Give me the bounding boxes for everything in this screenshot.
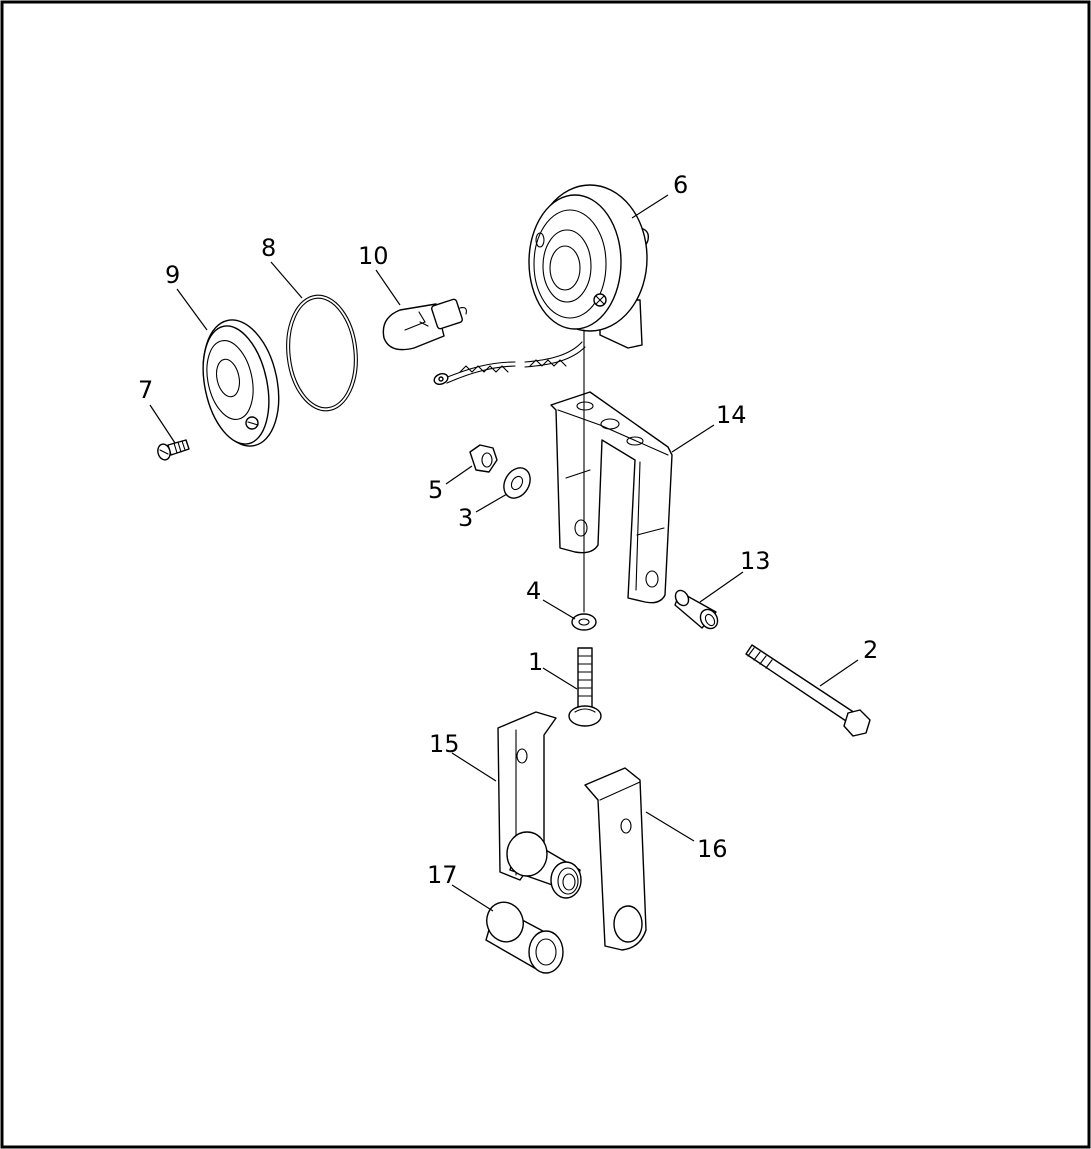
bulb-part — [382, 298, 467, 351]
mounting-bracket-part — [550, 391, 673, 604]
callout-14: 14 — [716, 401, 747, 429]
callout-2: 2 — [863, 636, 878, 664]
gasket-ring-part — [286, 294, 358, 412]
callout-1: 1 — [528, 648, 543, 676]
mounting-screw-part — [568, 647, 602, 727]
callout-17: 17 — [427, 861, 458, 889]
callout-labels: 6 10 8 9 7 5 3 14 13 4 1 2 15 16 17 — [138, 171, 878, 889]
washer-part — [503, 467, 531, 499]
callout-7: 7 — [138, 376, 153, 404]
callout-8: 8 — [261, 234, 276, 262]
long-bolt-part — [745, 644, 871, 737]
lamp-housing-part — [528, 184, 650, 349]
leader-lines — [149, 194, 859, 912]
lower-bracket-part — [497, 711, 582, 899]
callout-15: 15 — [429, 730, 460, 758]
callout-6: 6 — [673, 171, 688, 199]
lock-washer-part — [571, 613, 597, 631]
callout-10: 10 — [358, 242, 389, 270]
callout-16: 16 — [697, 835, 728, 863]
bushing-part — [485, 901, 564, 974]
lens-part — [202, 319, 280, 447]
nut-part — [469, 444, 498, 473]
callout-4: 4 — [526, 577, 541, 605]
callout-3: 3 — [458, 504, 473, 532]
callout-5: 5 — [428, 476, 443, 504]
spacer-sleeve-part — [674, 589, 719, 630]
lens-screw-part — [157, 439, 190, 461]
callout-13: 13 — [740, 547, 771, 575]
wire-lead-part — [433, 341, 586, 385]
callout-9: 9 — [165, 261, 180, 289]
strap-bracket-part — [584, 767, 647, 951]
